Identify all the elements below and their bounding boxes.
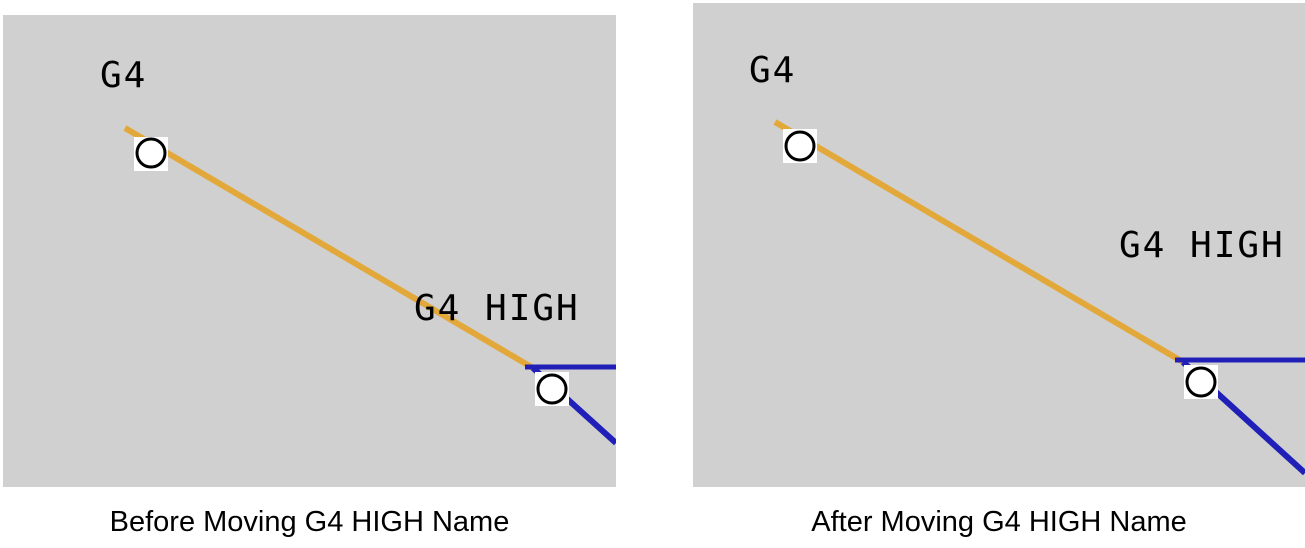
g4-to-g4-high-line[interactable] bbox=[773, 119, 1185, 365]
after-panel: G4 G4 HIGH bbox=[693, 3, 1305, 487]
after-oneline-diagram: G4 G4 HIGH bbox=[749, 50, 1305, 476]
g4-high-bus-label[interactable]: G4 HIGH bbox=[414, 288, 580, 329]
g4-bus-node[interactable] bbox=[784, 130, 816, 162]
g4-high-bus-label[interactable]: G4 HIGH bbox=[1119, 225, 1285, 266]
g4-high-bus-node[interactable] bbox=[1185, 366, 1217, 398]
g4-to-g4-high-line[interactable] bbox=[123, 125, 535, 371]
g4-high-bus-node[interactable] bbox=[536, 373, 568, 405]
g4-bus-label[interactable]: G4 bbox=[100, 55, 147, 96]
after-caption: After Moving G4 HIGH Name bbox=[811, 506, 1187, 538]
before-caption: Before Moving G4 HIGH Name bbox=[109, 506, 510, 538]
g4-bus-label[interactable]: G4 bbox=[749, 50, 796, 91]
before-oneline-diagram: G4 G4 HIGH bbox=[100, 55, 616, 446]
g4-bus-node[interactable] bbox=[135, 137, 167, 169]
before-panel: G4 G4 HIGH bbox=[3, 15, 616, 487]
